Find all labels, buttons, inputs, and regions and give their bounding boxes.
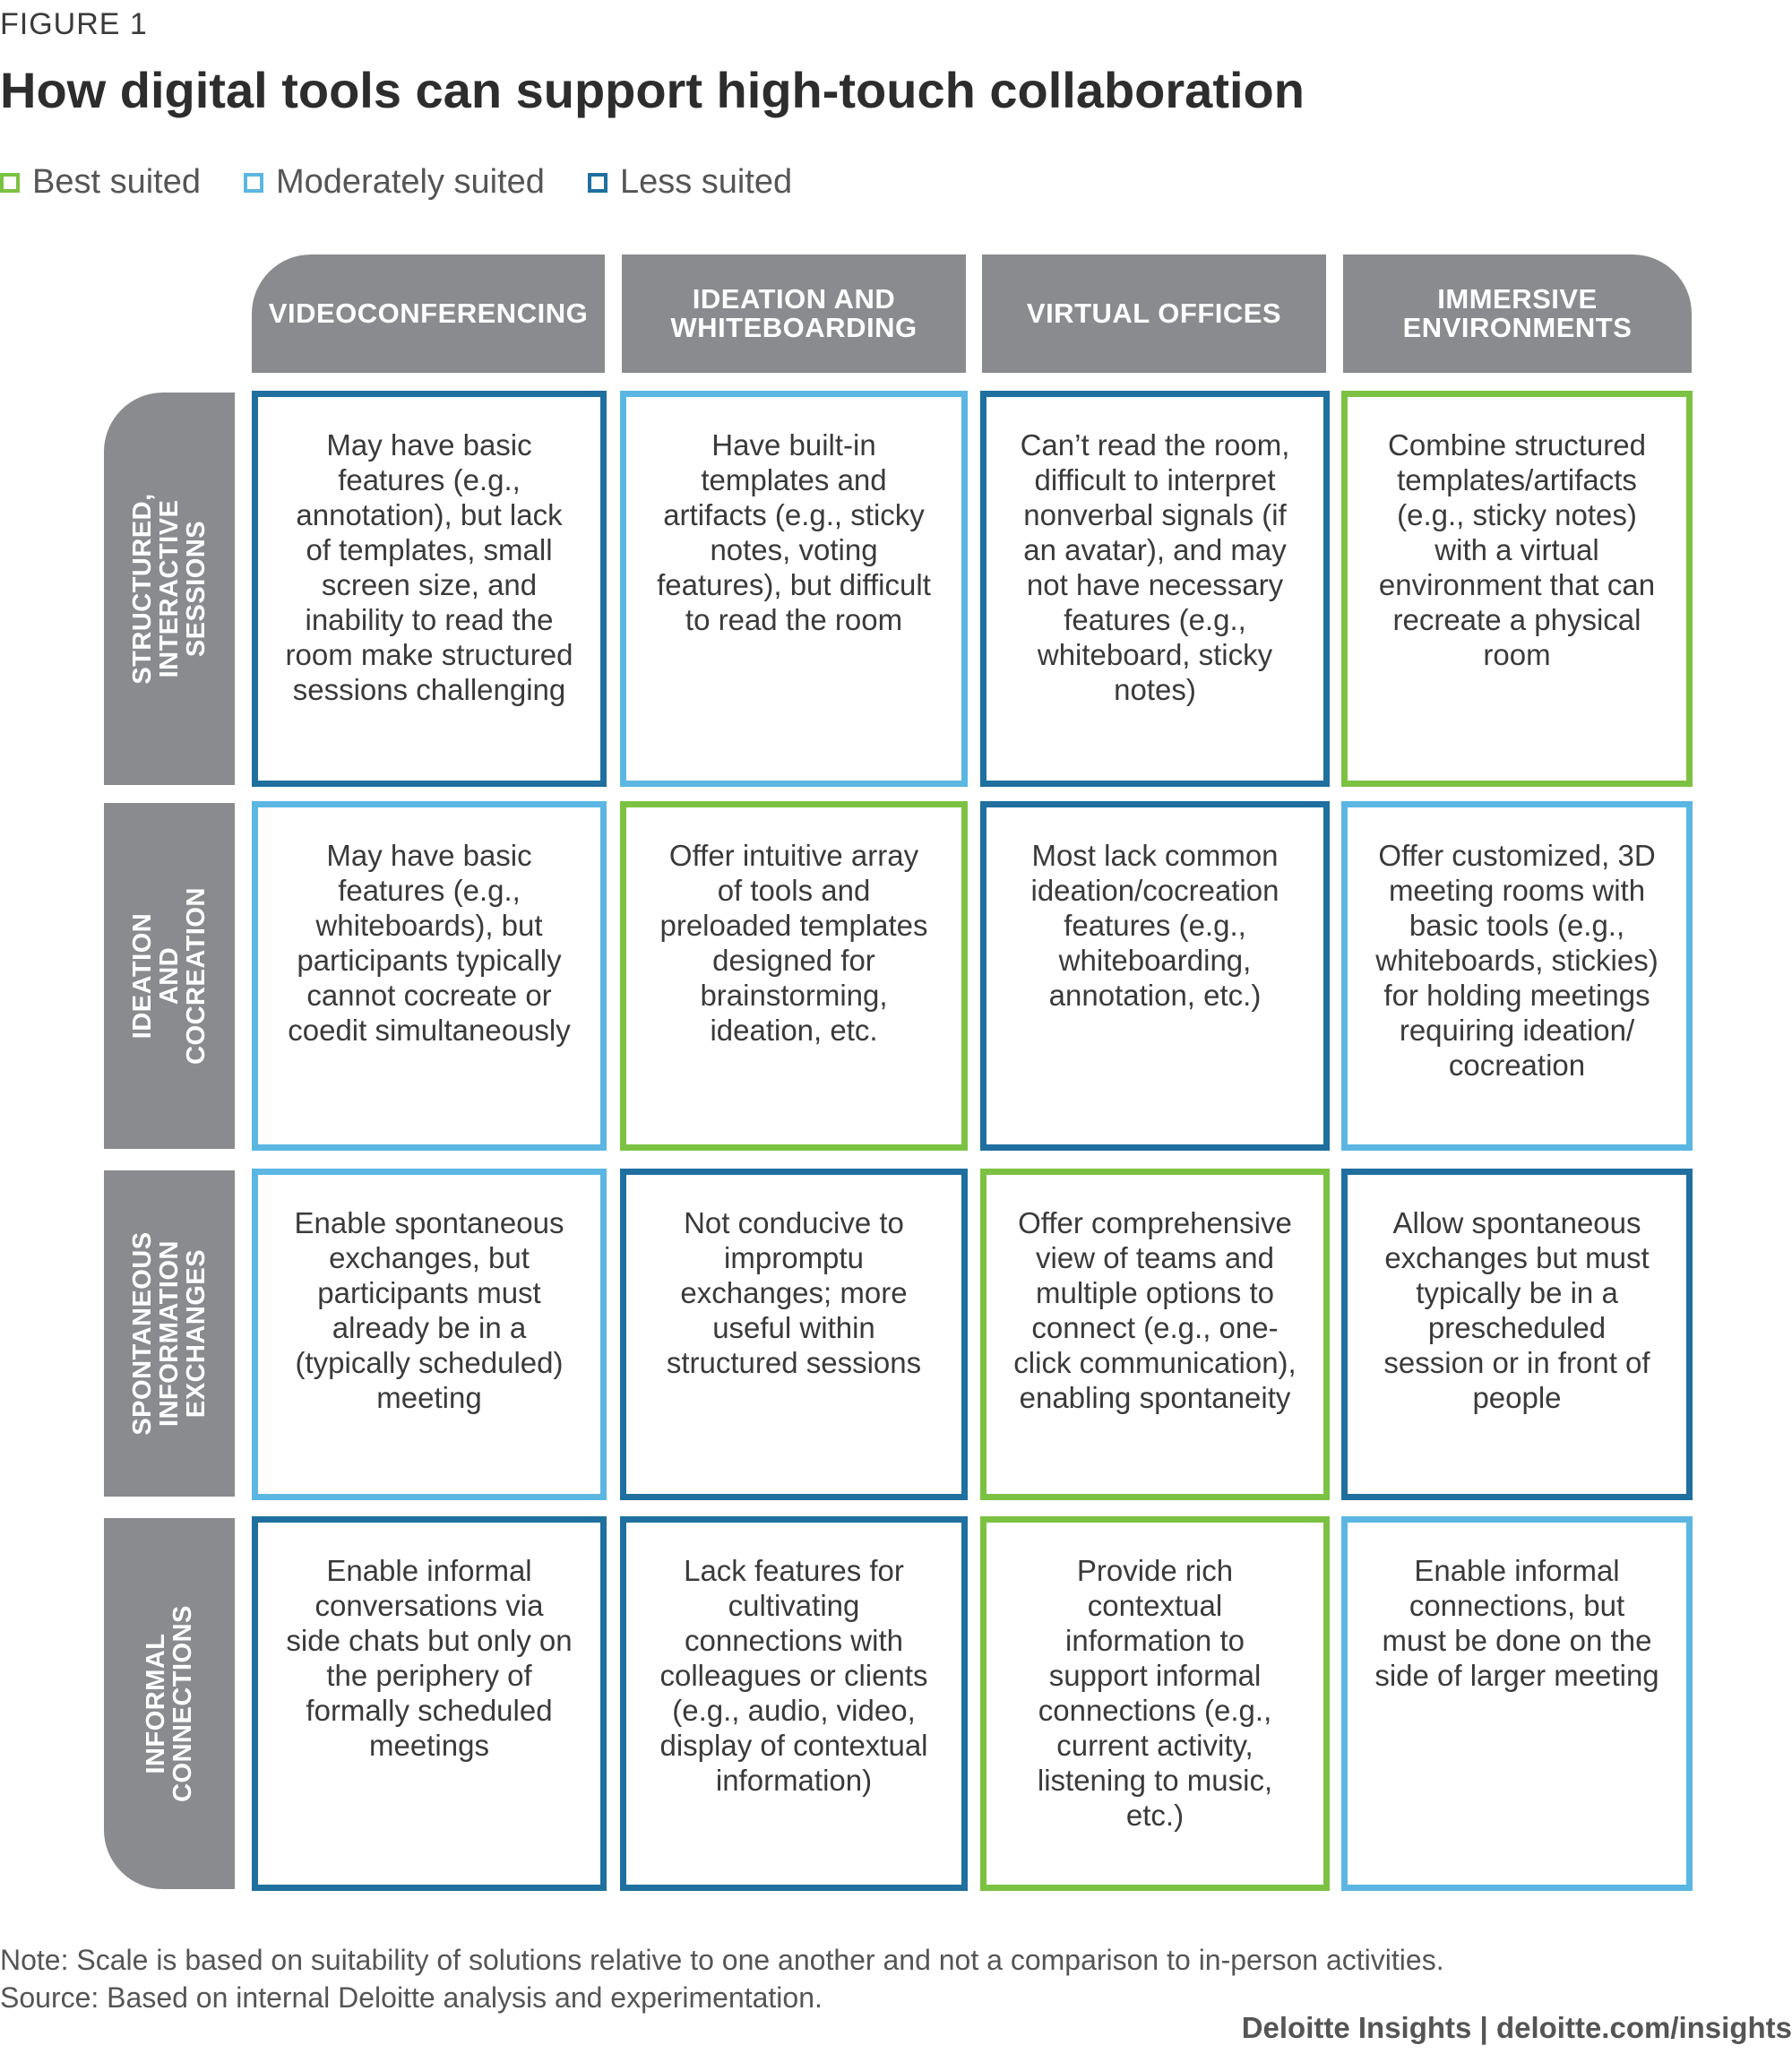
legend-item-best: Best suited	[0, 163, 201, 202]
legend-item-less: Less suited	[587, 163, 793, 202]
legend-label-best: Best suited	[32, 163, 201, 201]
legend-label-less: Less suited	[619, 163, 793, 201]
figure-title: How digital tools can support high-touch…	[0, 62, 1305, 118]
cell-spontaneous-immersive: Allow spontaneous exchanges but must typ…	[1341, 1169, 1693, 1500]
legend-swatch-moderate	[244, 172, 263, 193]
cell-spontaneous-ideation: Not conducive to impromptu exchanges; mo…	[620, 1169, 968, 1500]
row-header-spontaneous-exchanges: SPONTANEOUS INFORMATION EXCHANGES	[104, 1170, 235, 1497]
cell-spontaneous-virtual-offices: Offer comprehensive view of teams and mu…	[980, 1169, 1330, 1500]
row-header-informal-connections: INFORMAL CONNECTIONS	[104, 1518, 235, 1889]
note-scale: Note: Scale is based on suitability of s…	[0, 1944, 1444, 1976]
cell-informal-videoconferencing: Enable informal conversations via side c…	[252, 1516, 607, 1891]
legend-swatch-best	[0, 172, 20, 193]
cell-informal-ideation: Lack features for cultivating connection…	[620, 1516, 968, 1891]
cell-structured-virtual-offices: Can’t read the room, difficult to interp…	[980, 391, 1330, 787]
column-header-videoconferencing: VIDEOCONFERENCING	[252, 255, 605, 373]
cell-ideation-immersive: Offer customized, 3D meeting rooms with …	[1341, 801, 1693, 1151]
note-source: Source: Based on internal Deloitte analy…	[0, 1981, 823, 2014]
row-header-structured-sessions: STRUCTURED, INTERACTIVE SESSIONS	[104, 393, 235, 785]
cell-spontaneous-videoconferencing: Enable spontaneous exchanges, but partic…	[252, 1169, 607, 1500]
cell-structured-immersive: Combine structured templates/artifacts (…	[1341, 391, 1693, 787]
legend-label-moderate: Moderately suited	[276, 163, 545, 201]
row-label-informal-connections: INFORMAL CONNECTIONS	[142, 1605, 197, 1802]
legend-swatch-less	[587, 172, 607, 193]
cell-ideation-virtual-offices: Most lack common ideation/cocreation fea…	[980, 801, 1330, 1151]
row-label-ideation-cocreation: IDEATION AND COCREATION	[128, 887, 211, 1065]
cell-structured-ideation: Have built-in templates and artifacts (e…	[620, 391, 968, 787]
cell-informal-virtual-offices: Provide rich contextual information to s…	[980, 1516, 1330, 1891]
row-label-spontaneous-exchanges: SPONTANEOUS INFORMATION EXCHANGES	[128, 1231, 211, 1436]
footer-credit[interactable]: Deloitte Insights | deloitte.com/insight…	[1241, 2011, 1792, 2044]
figure-label: FIGURE 1	[0, 7, 148, 41]
legend: Best suited Moderately suited Less suite…	[0, 163, 792, 202]
cell-informal-immersive: Enable informal connections, but must be…	[1341, 1516, 1693, 1891]
column-header-virtual-offices: VIRTUAL OFFICES	[982, 255, 1326, 373]
cell-ideation-videoconferencing: May have basic features (e.g., whiteboar…	[252, 801, 607, 1151]
column-header-ideation-whiteboarding: IDEATION AND WHITEBOARDING	[622, 255, 966, 373]
column-header-immersive-environments: IMMERSIVE ENVIRONMENTS	[1343, 255, 1692, 373]
row-header-ideation-cocreation: IDEATION AND COCREATION	[104, 803, 235, 1149]
notes: Note: Scale is based on suitability of s…	[0, 1941, 1444, 2016]
cell-structured-videoconferencing: May have basic features (e.g., annotatio…	[252, 391, 607, 787]
row-label-structured-sessions: STRUCTURED, INTERACTIVE SESSIONS	[128, 493, 211, 685]
cell-ideation-ideation: Offer intuitive array of tools and prelo…	[620, 801, 968, 1151]
legend-item-moderate: Moderately suited	[244, 163, 545, 202]
